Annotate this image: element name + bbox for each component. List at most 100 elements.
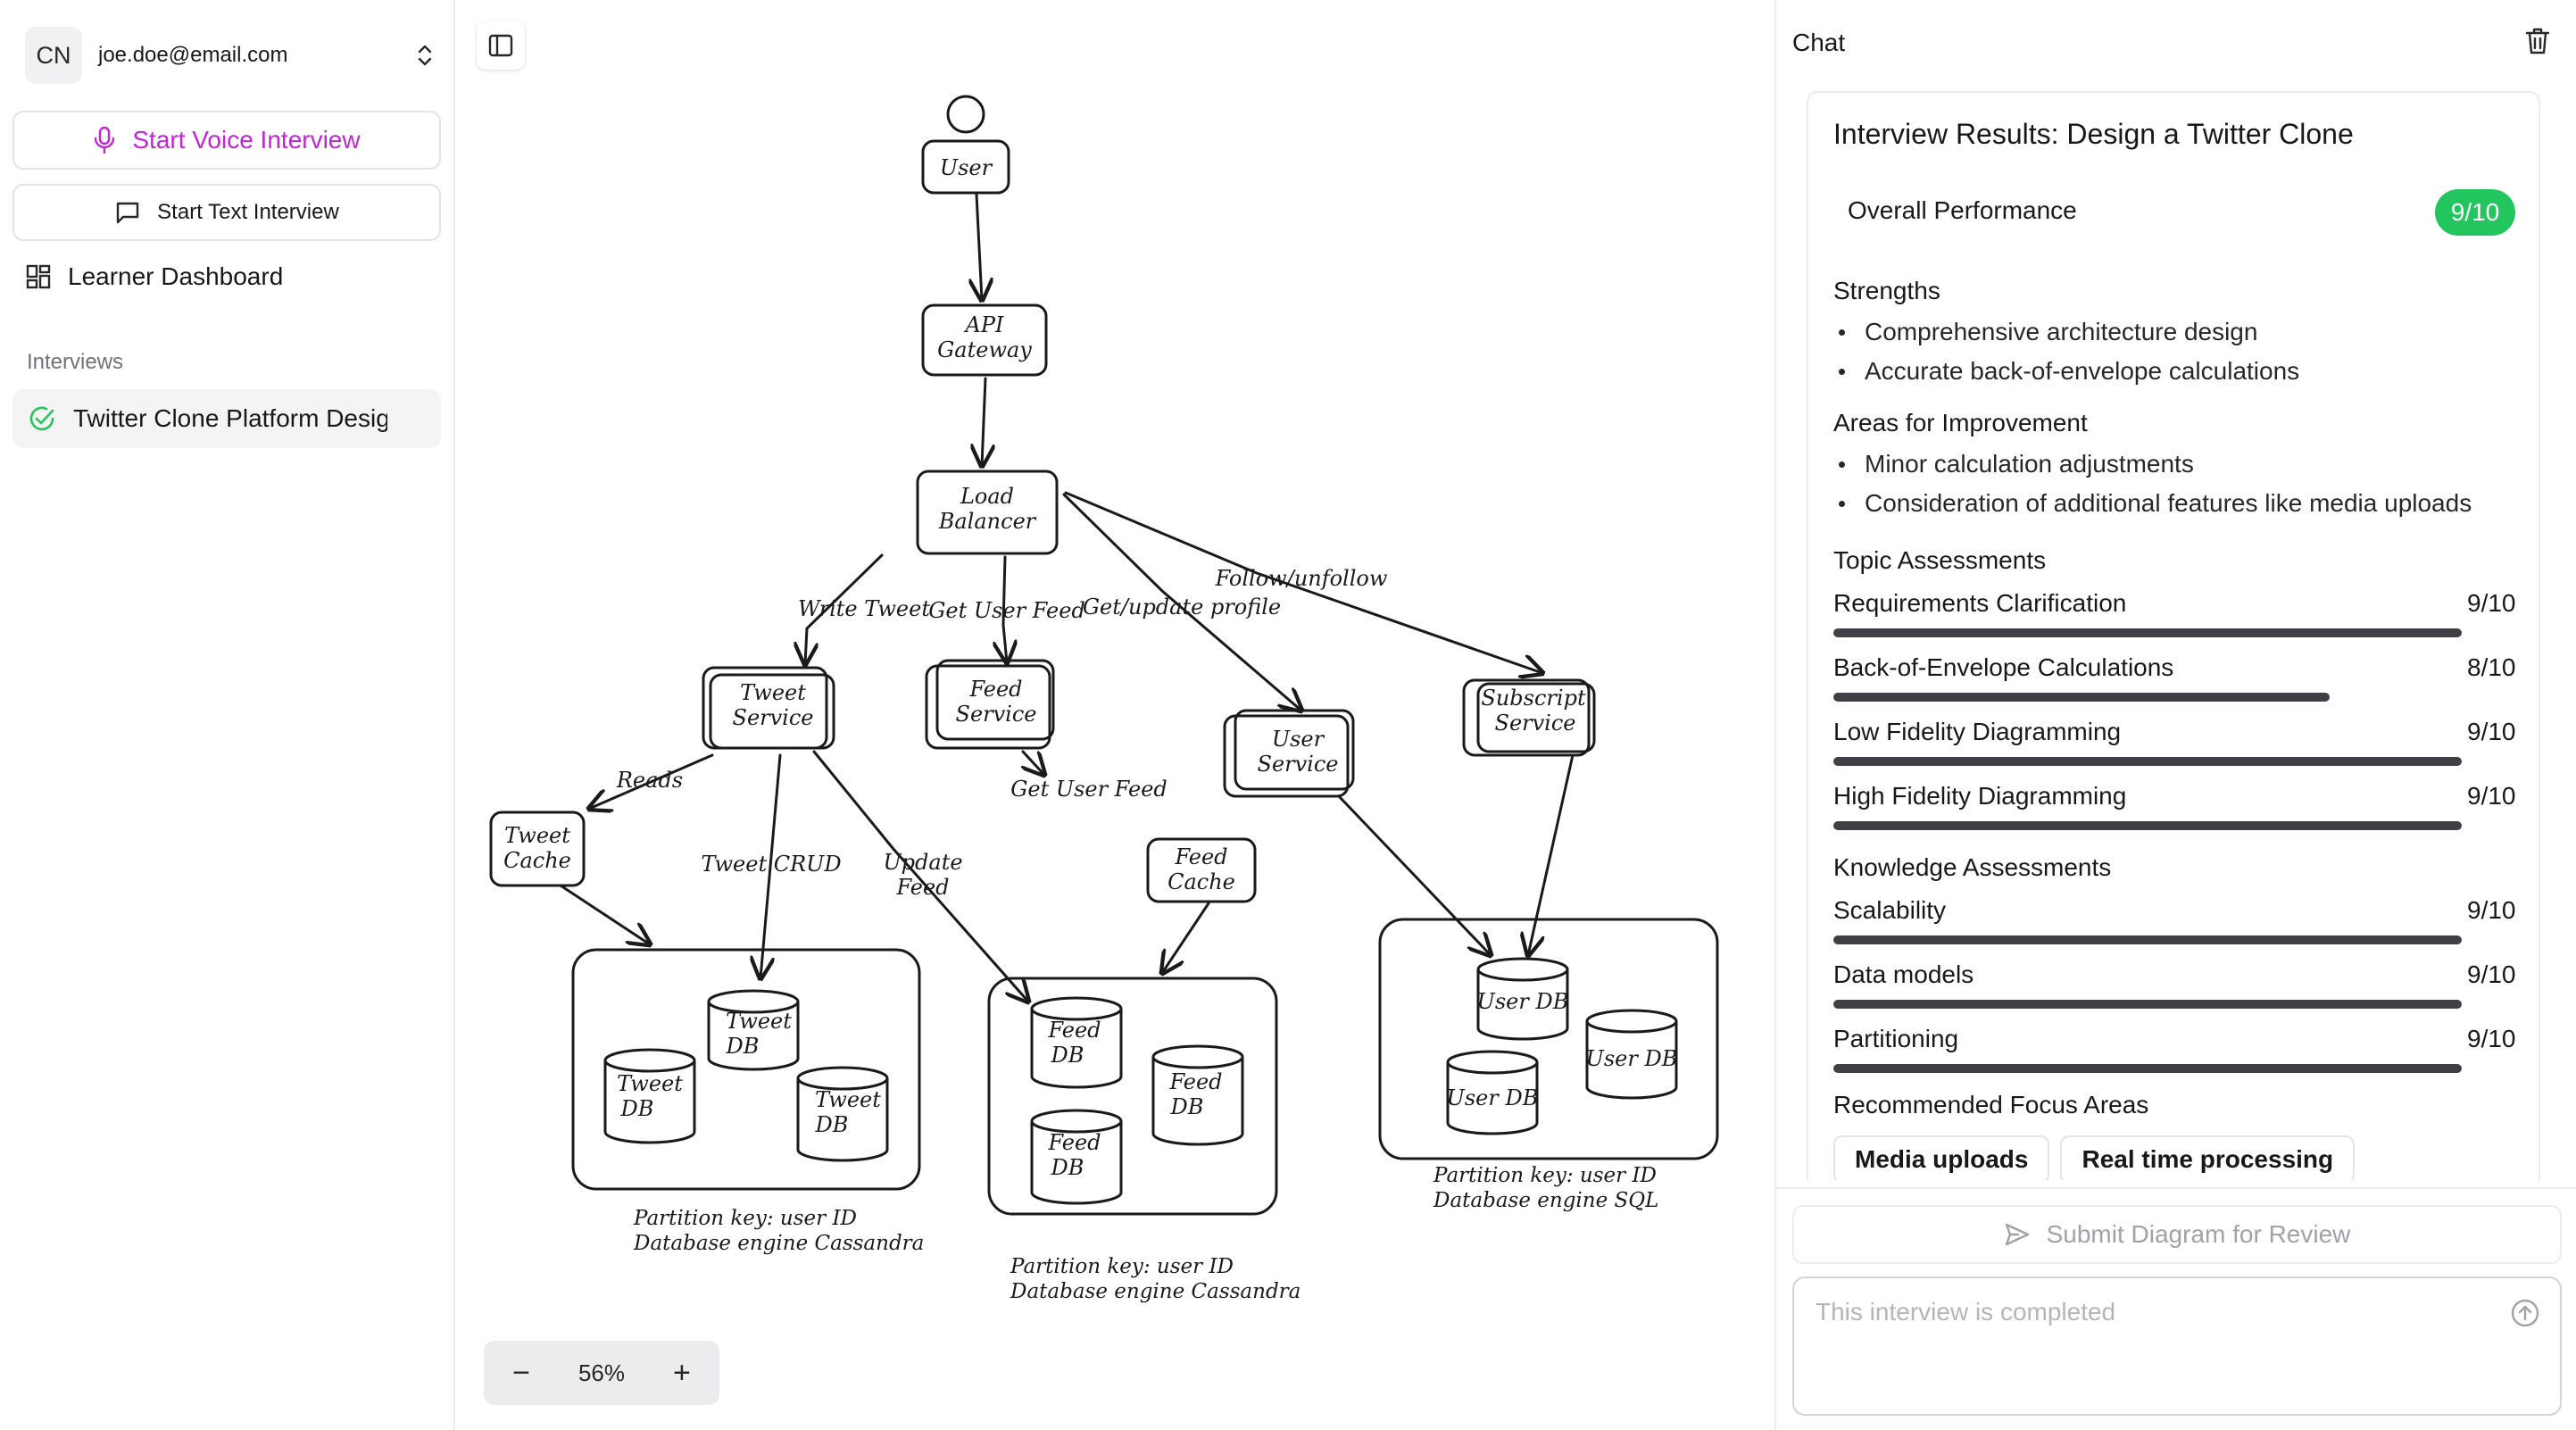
avatar: CN [25, 27, 82, 84]
zoom-level: 56% [578, 1359, 626, 1386]
svg-text:DB: DB [1051, 1155, 1084, 1180]
edge-get-update-profile: Get/update profile [1083, 594, 1281, 619]
svg-text:DB: DB [815, 1112, 849, 1137]
toggle-sidebar-button[interactable] [477, 21, 525, 70]
feed-db-cluster [987, 977, 1278, 1216]
interviews-section-label: Interviews [27, 350, 124, 374]
send-icon [2005, 1223, 2029, 1246]
assessment-progress-bar [1833, 628, 2462, 637]
user-db-1 [1476, 957, 1569, 1041]
improvement-heading: Areas for Improvement [1833, 409, 2088, 436]
overall-score-badge: 9/10 [2435, 189, 2515, 236]
label-ss-1: Subscript [1481, 686, 1586, 711]
user-actor-head [946, 95, 985, 134]
zoom-out-button[interactable]: − [512, 1355, 530, 1390]
chat-title: Chat [1792, 29, 1846, 56]
svg-text:DB: DB [1170, 1094, 1204, 1119]
user-service-node [1223, 714, 1350, 798]
assessment-score: 9/10 [2467, 1025, 2516, 1052]
start-text-label: Start Text Interview [157, 200, 339, 224]
svg-text:User DB: User DB [1447, 1085, 1539, 1110]
api-gateway-node [921, 303, 1048, 377]
zoom-in-button[interactable]: + [673, 1355, 691, 1390]
focus-tag[interactable]: Real time processing [2060, 1135, 2356, 1180]
focus-tag[interactable]: Media uploads [1833, 1135, 2050, 1180]
assessment-score: 9/10 [2467, 718, 2516, 745]
nav-learner-dashboard[interactable]: Learner Dashboard [25, 257, 283, 296]
svg-text:User DB: User DB [1477, 989, 1569, 1014]
assessment-score: 9/10 [2467, 589, 2516, 617]
edge-update-feed-1: Update [883, 850, 962, 875]
svg-text:User DB: User DB [1586, 1046, 1678, 1071]
feed-cache-node [1146, 837, 1257, 903]
caption-user-1: Partition key: user ID [1433, 1164, 1657, 1187]
assessment-progress-bar [1833, 693, 2330, 702]
divider [1776, 1187, 2576, 1189]
label-fc-2: Cache [1168, 869, 1235, 894]
svg-text:Tweet: Tweet [617, 1071, 683, 1096]
assessment-progress-bar [1833, 821, 2462, 830]
dashboard-label: Learner Dashboard [68, 262, 284, 290]
edge-reads: Reads [616, 768, 683, 793]
check-circle-icon [29, 406, 54, 431]
submit-diagram-button[interactable]: Submit Diagram for Review [1792, 1205, 2562, 1264]
assessment-score: 9/10 [2467, 782, 2516, 810]
knowledge-heading: Knowledge Assessments [1833, 853, 2112, 881]
chat-input[interactable] [1816, 1298, 2494, 1326]
assessment-name: Low Fidelity Diagramming [1833, 718, 2122, 745]
start-text-interview-button[interactable]: Start Text Interview [12, 184, 441, 241]
arrow-up-circle-icon[interactable] [2510, 1298, 2540, 1328]
svg-text:Feed: Feed [1047, 1130, 1101, 1155]
start-voice-interview-button[interactable]: Start Voice Interview [12, 111, 441, 170]
label-api-1: API [964, 312, 1004, 337]
svg-text:Feed: Feed [1047, 1018, 1101, 1043]
edge-get-user-feed-2: Get User Feed [1010, 777, 1168, 802]
chevron-up-down-icon [418, 45, 432, 66]
edge-write-tweet: Write Tweet [798, 596, 930, 621]
user-db-2 [1585, 1009, 1678, 1100]
edge-follow-unfollow: Follow/unfollow [1215, 566, 1388, 591]
user-node [921, 139, 1010, 195]
assessment-progress-bar [1833, 757, 2462, 766]
assessment-name: Back-of-Envelope Calculations [1833, 653, 2174, 681]
feed-service-node [925, 664, 1051, 750]
feed-db-3 [1030, 1109, 1123, 1205]
tweet-db-3 [796, 1066, 889, 1162]
list-item: Minor calculation adjustments [1833, 450, 2194, 478]
caption-tweet-2: Database engine Cassandra [633, 1232, 924, 1255]
sidebar-item-interview[interactable]: Twitter Clone Platform Design [12, 389, 441, 448]
assessment-score: 8/10 [2467, 653, 2516, 681]
label-user: User [940, 155, 993, 180]
label-ts-1: Tweet [740, 680, 806, 705]
chat-panel: Chat Interview Results: Design a Twitter… [1774, 0, 2576, 1430]
overall-label: Overall Performance [1848, 196, 2077, 224]
svg-text:DB: DB [726, 1034, 760, 1059]
microphone-icon [95, 126, 115, 154]
label-lb-1: Load [960, 484, 1014, 509]
subscription-service-node [1462, 678, 1591, 757]
strengths-heading: Strengths [1833, 277, 1940, 304]
diagram-canvas[interactable]: User API Gateway Load Balancer Tweet Ser… [455, 0, 1774, 1430]
list-item: Comprehensive architecture design [1833, 318, 2257, 346]
label-lb-2: Balancer [938, 509, 1037, 534]
zoom-controls: − 56% + [484, 1341, 719, 1405]
assessment-progress-bar [1833, 935, 2462, 944]
svg-text:DB: DB [620, 1096, 654, 1121]
assessment-progress-bar [1833, 1064, 2462, 1073]
caption-feed-2: Database engine Cassandra [1010, 1280, 1300, 1303]
submit-label: Submit Diagram for Review [2046, 1220, 2351, 1248]
trash-icon[interactable] [2524, 27, 2551, 55]
label-tc-1: Tweet [504, 823, 570, 848]
sidebar: CN joe.doe@email.com Start Voice Intervi… [0, 0, 455, 1430]
label-fs-2: Service [956, 702, 1037, 727]
account-switcher[interactable]: CN joe.doe@email.com [25, 27, 436, 84]
assessment-name: Requirements Clarification [1833, 589, 2127, 617]
load-balancer-node [916, 470, 1059, 555]
caption-feed-1: Partition key: user ID [1010, 1255, 1234, 1278]
assessment-score: 9/10 [2467, 960, 2516, 988]
label-tc-2: Cache [503, 848, 571, 873]
assessment-progress-bar [1833, 1000, 2462, 1009]
list-item: Consideration of additional features lik… [1833, 489, 2472, 518]
sidebar-toggle-icon [488, 34, 513, 57]
focus-heading: Recommended Focus Areas [1833, 1091, 2149, 1118]
